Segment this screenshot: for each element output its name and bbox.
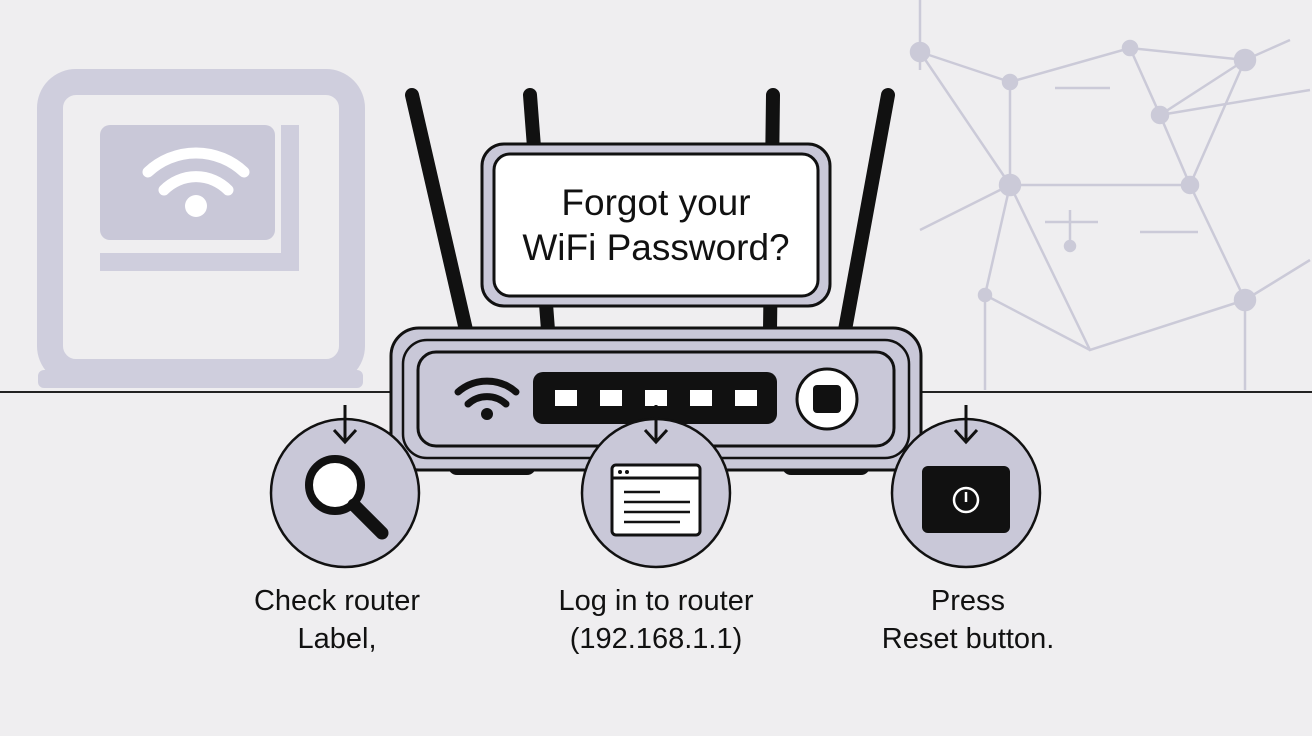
step-1-circle: [269, 405, 421, 569]
step-1-line-1: Check router: [253, 585, 420, 617]
step-3-line-2: Reset button.: [881, 623, 1055, 655]
magnifier-icon: [305, 455, 389, 540]
step-2-circle: [580, 405, 732, 569]
step-2-line-1: Log in to router: [558, 585, 754, 617]
step-2-line-2: (192.168.1.1): [569, 623, 743, 655]
browser-window-icon: [610, 463, 702, 537]
step-3-caption: Press Reset button.: [818, 582, 1118, 658]
step-3-line-1: Press: [930, 585, 1006, 617]
step-2-caption: Log in to router (192.168.1.1): [506, 582, 806, 658]
step-1-line-2: Label,: [297, 623, 377, 655]
router-power-button: [795, 367, 859, 431]
router-port-panel: [533, 372, 777, 424]
background-monitor-icon: [37, 69, 365, 388]
router-wifi-icon: [454, 377, 520, 420]
reset-button-icon: [922, 466, 1010, 533]
headline-line-2: WiFi Password?: [522, 227, 789, 268]
background-network-graphic: [909, 0, 1311, 390]
step-1-caption: Check router Label,: [187, 582, 487, 658]
step-3-circle: [890, 405, 1042, 569]
headline-sign: Forgot your WiFi Password?: [480, 142, 832, 308]
headline-line-1: Forgot your: [561, 182, 750, 223]
